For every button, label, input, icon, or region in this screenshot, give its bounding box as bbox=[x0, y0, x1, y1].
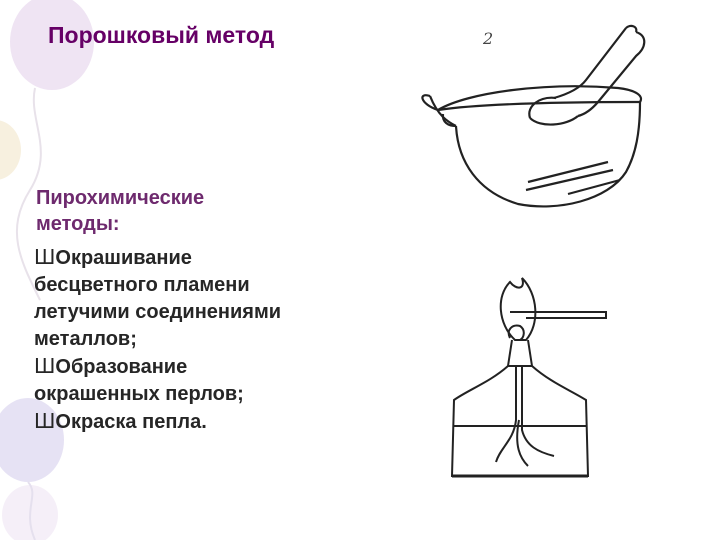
flame-icon bbox=[499, 277, 537, 341]
subtitle-line-2: методы: bbox=[36, 213, 120, 235]
list-item: ШОбразование окрашенных перлов; bbox=[34, 353, 394, 408]
list-item-line: Образование bbox=[55, 356, 188, 378]
slide-title: Порошковый метод bbox=[48, 22, 275, 48]
section-subtitle: Пирохимические методы: bbox=[36, 185, 204, 237]
list-item-line: Окрашивание bbox=[55, 247, 192, 269]
mortar-bowl-icon bbox=[421, 85, 643, 208]
bullet-marker: Ш bbox=[34, 245, 56, 269]
pestle-icon bbox=[528, 24, 646, 126]
list-item: ШОкраска пепла. bbox=[34, 408, 394, 436]
subtitle-line-1: Пирохимические bbox=[36, 187, 205, 209]
list-item: ШОкрашивание бесцветного пламени летучим… bbox=[34, 244, 394, 353]
bullet-marker: Ш bbox=[34, 354, 56, 378]
burner-icon bbox=[450, 277, 607, 478]
list-item-line: бесцветного пламени bbox=[34, 274, 250, 296]
mortar-pestle-illustration: 2 bbox=[421, 24, 646, 208]
list-item-line: окрашенных перлов; bbox=[34, 383, 244, 405]
platinum-wire-icon bbox=[510, 311, 607, 319]
alcohol-burner-illustration bbox=[450, 277, 607, 478]
methods-list: ШОкрашивание бесцветного пламени летучим… bbox=[34, 244, 394, 436]
bullet-marker: Ш bbox=[34, 409, 56, 433]
list-item-line: летучими соединениями bbox=[34, 301, 282, 323]
figure-label: 2 bbox=[482, 29, 493, 48]
list-item-line: металлов; bbox=[34, 328, 137, 350]
list-item-line: Окраска пепла. bbox=[55, 411, 207, 433]
